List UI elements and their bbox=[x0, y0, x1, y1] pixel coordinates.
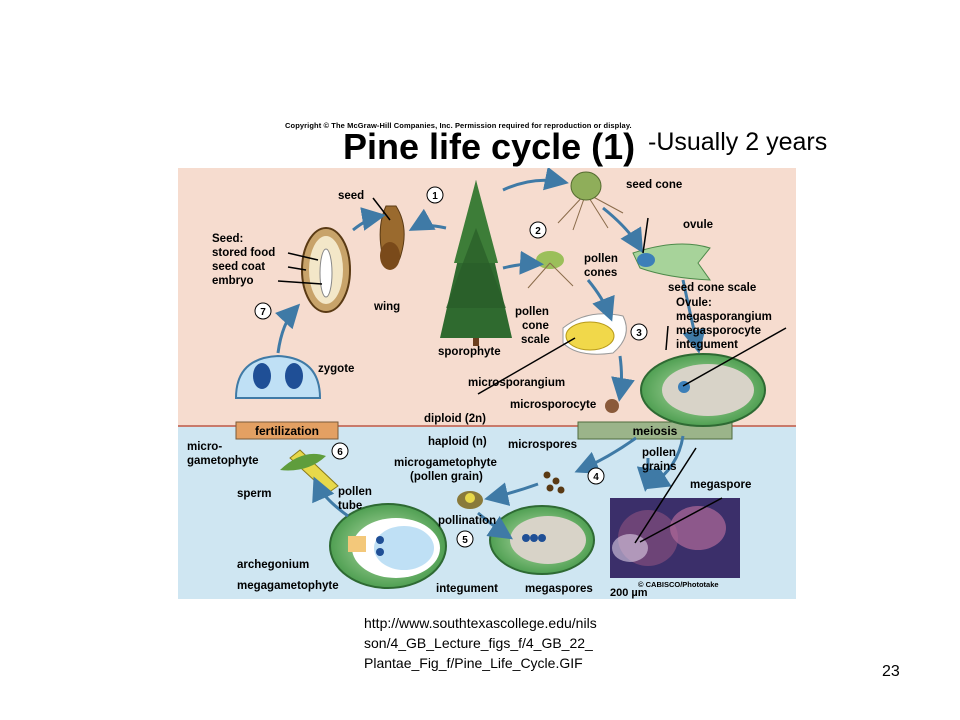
label-pollen-cone-scale-3: scale bbox=[521, 334, 550, 346]
label-diploid: diploid (2n) bbox=[424, 413, 486, 425]
svg-text:4: 4 bbox=[593, 472, 599, 483]
label-ovule: ovule bbox=[683, 219, 713, 231]
step-3: 3 bbox=[630, 323, 648, 341]
label-stored-food: stored food bbox=[212, 247, 275, 259]
source-url-line-2[interactable]: son/4_GB_Lecture_figs_f/4_GB_22_ bbox=[364, 635, 593, 651]
pollen-cone-scale-illustration bbox=[562, 313, 627, 355]
seed-cone-illustration bbox=[557, 171, 624, 231]
label-megagametophyte: megagametophyte bbox=[237, 580, 339, 592]
label-pollen-cones-1: pollen bbox=[584, 253, 618, 265]
label-micro-gametophyte-1: micro- bbox=[187, 441, 222, 453]
label-zygote: zygote bbox=[318, 363, 354, 375]
label-sporophyte: sporophyte bbox=[438, 346, 501, 358]
label-megasporangium: megasporangium bbox=[676, 311, 772, 323]
label-megaspores: megaspores bbox=[525, 583, 593, 595]
label-pollen-tube-2: tube bbox=[338, 500, 362, 512]
zygote-illustration bbox=[234, 354, 322, 399]
fertilization-label: fertilization bbox=[255, 424, 319, 438]
step-5: 5 bbox=[456, 530, 474, 548]
step-7: 7 bbox=[254, 302, 272, 320]
archegonium-cross-section bbox=[329, 503, 447, 589]
label-pollen-grains-1: pollen bbox=[642, 447, 676, 459]
label-embryo: embryo bbox=[212, 275, 254, 287]
source-url-line-3[interactable]: Plantae_Fig_f/Pine_Life_Cycle.GIF bbox=[364, 655, 583, 671]
label-sperm: sperm bbox=[237, 488, 272, 500]
slide-title: Pine life cycle (1) bbox=[343, 126, 636, 167]
label-pollination: pollination bbox=[438, 515, 496, 527]
fertilization-bar bbox=[235, 421, 339, 440]
label-seed-heading: Seed: bbox=[212, 233, 243, 245]
ovule-cross-section bbox=[640, 353, 766, 427]
cycle-arrows bbox=[274, 168, 706, 540]
label-seed-cone: seed cone bbox=[626, 179, 682, 191]
label-megaspore: megaspore bbox=[690, 479, 751, 491]
photo-credit: © CABISCO/Phototake bbox=[638, 580, 719, 589]
label-microsporocyte: microsporocyte bbox=[510, 399, 596, 411]
label-wing: wing bbox=[373, 301, 400, 313]
page-number: 23 bbox=[882, 663, 900, 680]
label-microgametophyte-2: (pollen grain) bbox=[410, 471, 483, 483]
svg-text:2: 2 bbox=[535, 226, 541, 237]
seed-cross-section bbox=[301, 227, 351, 313]
winged-seed-illustration bbox=[379, 205, 405, 270]
svg-text:3: 3 bbox=[636, 328, 642, 339]
step-6: 6 bbox=[331, 442, 349, 460]
megaspores-cross-section bbox=[489, 505, 595, 575]
pine-life-cycle-diagram: fertilization meiosis bbox=[178, 168, 796, 599]
label-megasporocyte: megasporocyte bbox=[676, 325, 761, 337]
label-seed-cone-scale: seed cone scale bbox=[668, 282, 756, 294]
label-pollen-tube-1: pollen bbox=[338, 486, 372, 498]
svg-text:7: 7 bbox=[260, 307, 266, 318]
step-4: 4 bbox=[587, 467, 605, 485]
label-ovule-heading: Ovule: bbox=[676, 297, 712, 309]
scale-bar-label: 200 µm bbox=[610, 587, 648, 599]
svg-text:1: 1 bbox=[432, 191, 438, 202]
label-integument-bottom: integument bbox=[436, 583, 498, 595]
source-url[interactable]: http://www.southtexascollege.edu/nils so… bbox=[364, 613, 654, 673]
source-url-line-1[interactable]: http://www.southtexascollege.edu/nils bbox=[364, 615, 597, 631]
copyright-notice: Copyright © The McGraw-Hill Companies, I… bbox=[285, 121, 632, 130]
label-microsporangium: microsporangium bbox=[468, 377, 565, 389]
label-micro-gametophyte-2: gametophyte bbox=[187, 455, 259, 467]
duration-note: -Usually 2 years bbox=[648, 128, 828, 156]
pine-tree-illustration bbox=[440, 180, 512, 346]
leader-lines bbox=[277, 197, 787, 544]
microspores-illustration bbox=[543, 471, 565, 494]
label-microgametophyte-1: microgametophyte bbox=[394, 457, 497, 469]
microsporocyte-cell bbox=[605, 399, 619, 413]
meiosis-label: meiosis bbox=[633, 424, 678, 438]
label-seed: seed bbox=[338, 190, 364, 202]
step-1: 1 bbox=[426, 186, 444, 204]
label-microspores: microspores bbox=[508, 439, 577, 451]
label-archegonium: archegonium bbox=[237, 559, 309, 571]
label-haploid: haploid (n) bbox=[428, 436, 487, 448]
step-2: 2 bbox=[529, 221, 547, 239]
label-integument-top: integument bbox=[676, 339, 738, 351]
label-seed-coat: seed coat bbox=[212, 261, 265, 273]
label-pollen-grains-2: grains bbox=[642, 461, 677, 473]
label-pollen-cones-2: cones bbox=[584, 267, 617, 279]
micrograph-photo bbox=[610, 498, 740, 578]
ovule-illustration bbox=[632, 243, 711, 281]
pollen-grain-illustration bbox=[457, 491, 483, 509]
svg-text:5: 5 bbox=[462, 535, 468, 546]
svg-text:6: 6 bbox=[337, 447, 343, 458]
label-pollen-cone-scale-1: pollen bbox=[515, 306, 549, 318]
label-pollen-cone-scale-2: cone bbox=[522, 320, 549, 332]
